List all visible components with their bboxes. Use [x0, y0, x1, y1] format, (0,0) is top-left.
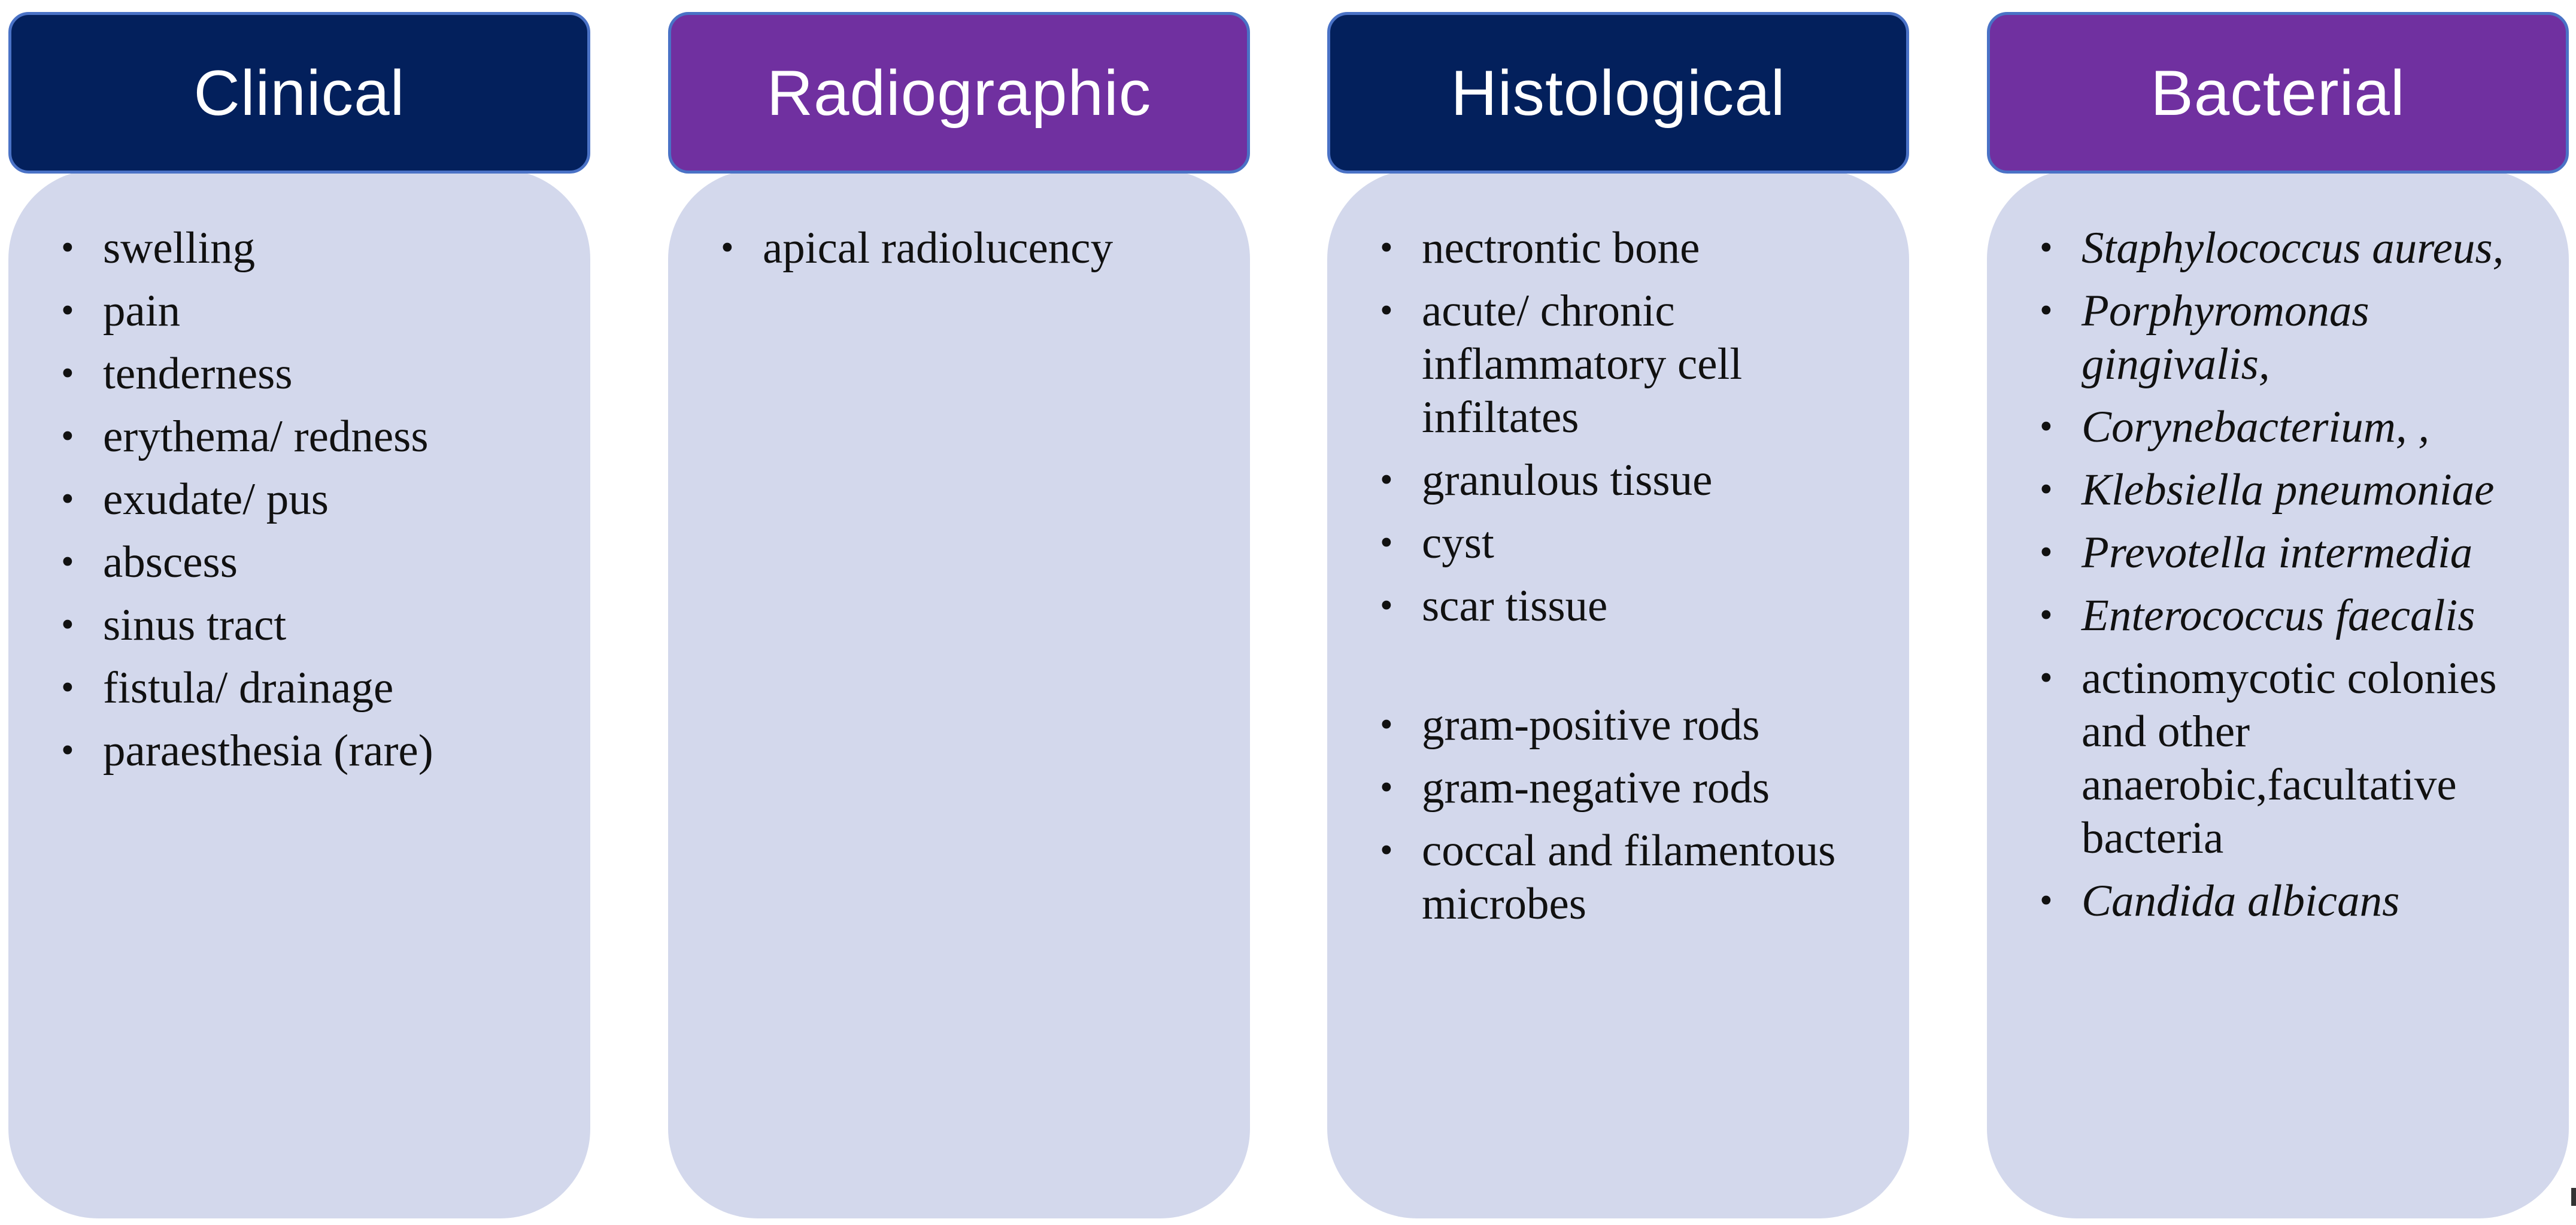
- list-clinical: swelling pain tenderness erythema/ redne…: [61, 221, 570, 787]
- list-item: Enterococcus faecalis: [2040, 589, 2548, 642]
- list-item: Staphylococcus aureus,: [2040, 221, 2548, 275]
- list-item: Prevotella intermedia: [2040, 526, 2548, 579]
- list-histological: nectrontic bone acute/ chronic inflammat…: [1380, 221, 1889, 940]
- list-item: pain: [61, 284, 570, 338]
- header-title: Radiographic: [766, 56, 1152, 129]
- list-item: Corynebacterium, ,: [2040, 400, 2548, 454]
- panel-radiographic: [668, 169, 1250, 1218]
- column-histological: Histological nectrontic bone acute/ chro…: [1327, 0, 1909, 1225]
- list-item: apical radiolucency: [721, 221, 1230, 275]
- list-item: nectrontic bone: [1380, 221, 1889, 275]
- column-bacterial: Bacterial Staphylococcus aureus, Porphyr…: [1987, 0, 2569, 1225]
- list-item-text: Candida albicans: [2082, 876, 2400, 926]
- list-item: sinus tract: [61, 598, 570, 652]
- list-item: Candida albicans: [2040, 874, 2548, 928]
- list-item-text: Enterococcus faecalis: [2082, 591, 2475, 640]
- list-radiographic: apical radiolucency: [721, 221, 1230, 284]
- list-item-text: Staphylococcus aureus,: [2082, 223, 2504, 273]
- corner-mark: [2571, 1188, 2576, 1206]
- list-item: coccal and filamentous microbes: [1380, 824, 1889, 931]
- header-histological: Histological: [1327, 12, 1909, 174]
- header-title: Clinical: [193, 56, 405, 129]
- list-item: gram-negative rods: [1380, 761, 1889, 814]
- list-item-text: Porphyromonas gingivalis,: [2082, 286, 2369, 389]
- column-clinical: Clinical swelling pain tenderness erythe…: [8, 0, 590, 1225]
- list-item-text: Corynebacterium, ,: [2082, 402, 2430, 452]
- list-item: granulous tissue: [1380, 454, 1889, 507]
- list-item-text: Klebsiella pneumoniae: [2082, 465, 2495, 515]
- list-item: gram-positive rods: [1380, 698, 1889, 752]
- list-item: Porphyromonas gingivalis,: [2040, 284, 2548, 391]
- list-item-text: Prevotella intermedia: [2082, 528, 2473, 577]
- header-bacterial: Bacterial: [1987, 12, 2569, 174]
- list-item: scar tissue: [1380, 579, 1889, 633]
- header-title: Histological: [1451, 56, 1786, 129]
- list-item: actinomycotic colonies and other anaerob…: [2040, 652, 2548, 865]
- list-item: acute/ chronic inflammatory cell infilta…: [1380, 284, 1889, 444]
- list-bacterial: Staphylococcus aureus, Porphyromonas gin…: [2040, 221, 2548, 937]
- list-item: tenderness: [61, 347, 570, 400]
- list-item: swelling: [61, 221, 570, 275]
- header-radiographic: Radiographic: [668, 12, 1250, 174]
- list-item: cyst: [1380, 516, 1889, 570]
- list-item: fistula/ drainage: [61, 661, 570, 715]
- header-title: Bacterial: [2150, 56, 2405, 129]
- list-item: abscess: [61, 536, 570, 589]
- list-item: exudate/ pus: [61, 473, 570, 526]
- list-item: Klebsiella pneumoniae: [2040, 463, 2548, 516]
- list-item: paraesthesia (rare): [61, 724, 570, 777]
- column-radiographic: Radiographic apical radiolucency: [668, 0, 1250, 1225]
- list-item: erythema/ redness: [61, 410, 570, 463]
- header-clinical: Clinical: [8, 12, 590, 174]
